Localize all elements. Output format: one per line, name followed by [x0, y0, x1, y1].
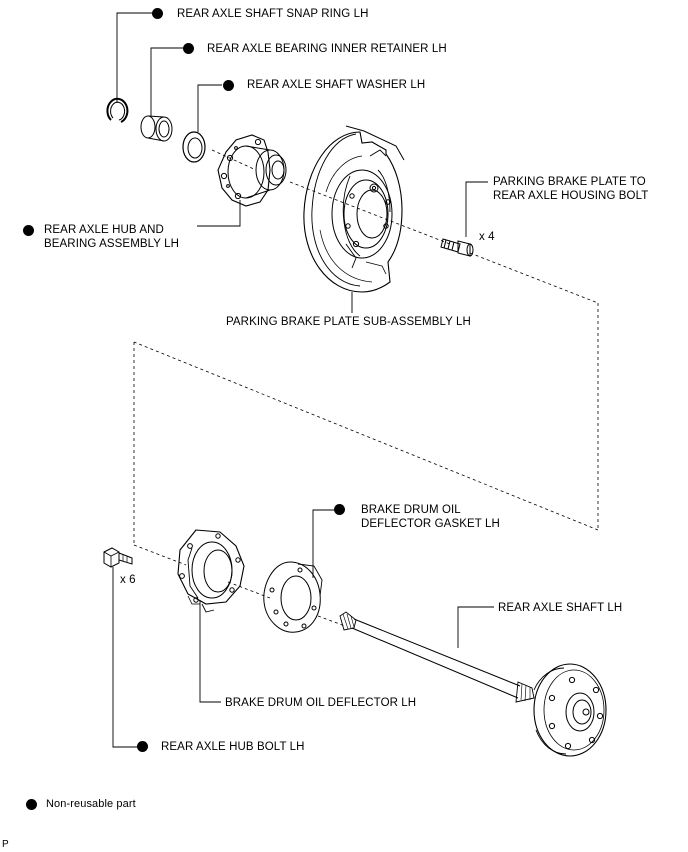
label-axle-shaft: REAR AXLE SHAFT LH: [498, 602, 623, 614]
non-reusable-dot-hub-bolt: [137, 741, 148, 752]
non-reusable-dot-gasket: [334, 504, 345, 515]
assembly-dashed-lines: [133, 149, 599, 627]
gasket-part: [263, 561, 323, 633]
label-pb-bolt-line1: PARKING BRAKE PLATE TO: [493, 176, 646, 188]
corner-mark: P: [2, 839, 9, 850]
leader-pb-bolt: [465, 181, 488, 237]
label-hub-bearing-line2: BEARING ASSEMBLY LH: [44, 238, 180, 250]
label-pb-plate: PARKING BRAKE PLATE SUB-ASSEMBLY LH: [226, 316, 471, 328]
label-inner-retainer: REAR AXLE BEARING INNER RETAINER LH: [207, 43, 447, 55]
legend-dot: [26, 799, 37, 810]
parking-brake-bolt-part: [440, 238, 474, 257]
washer-part: [182, 131, 206, 163]
leader-gasket: [312, 509, 334, 578]
leader-axle-shaft: [457, 606, 494, 648]
leader-hub-bearing: [197, 200, 241, 227]
non-reusable-dot-washer: [223, 80, 234, 91]
hub-bolt-part: [103, 547, 133, 568]
non-reusable-dot-hub-bearing: [23, 225, 34, 236]
snap-ring-part: [106, 97, 129, 123]
hub-bearing-part: [217, 134, 287, 207]
label-deflector: BRAKE DRUM OIL DEFLECTOR LH: [225, 697, 417, 709]
leader-snap-ring: [116, 12, 152, 103]
leader-deflector: [199, 600, 221, 703]
label-gasket-line1: BRAKE DRUM OIL: [361, 504, 461, 516]
label-snap-ring: REAR AXLE SHAFT SNAP RING LH: [177, 8, 369, 20]
leader-inner-retainer: [150, 47, 183, 116]
axle-shaft-part: [339, 611, 607, 757]
label-gasket-line2: DEFLECTOR GASKET LH: [361, 518, 500, 530]
label-hub-bolt: REAR AXLE HUB BOLT LH: [161, 741, 305, 753]
legend-non-reusable: Non-reusable part: [46, 798, 136, 810]
leader-hub-bolt: [112, 567, 137, 748]
leader-washer: [197, 84, 222, 132]
label-hub-bearing-line1: REAR AXLE HUB AND: [44, 224, 164, 236]
inner-retainer-part: [140, 115, 173, 142]
label-hub-bolt-qty: x 6: [120, 574, 136, 586]
label-washer: REAR AXLE SHAFT WASHER LH: [247, 79, 426, 91]
deflector-part: [177, 529, 245, 613]
parking-brake-plate-part: [303, 125, 405, 293]
label-pb-bolt-line2: REAR AXLE HOUSING BOLT: [493, 190, 649, 202]
non-reusable-dot-inner-retainer: [183, 43, 194, 54]
label-pb-bolt-qty: x 4: [479, 231, 495, 243]
leader-lines: [112, 12, 494, 748]
non-reusable-dot-snap-ring: [152, 8, 163, 19]
